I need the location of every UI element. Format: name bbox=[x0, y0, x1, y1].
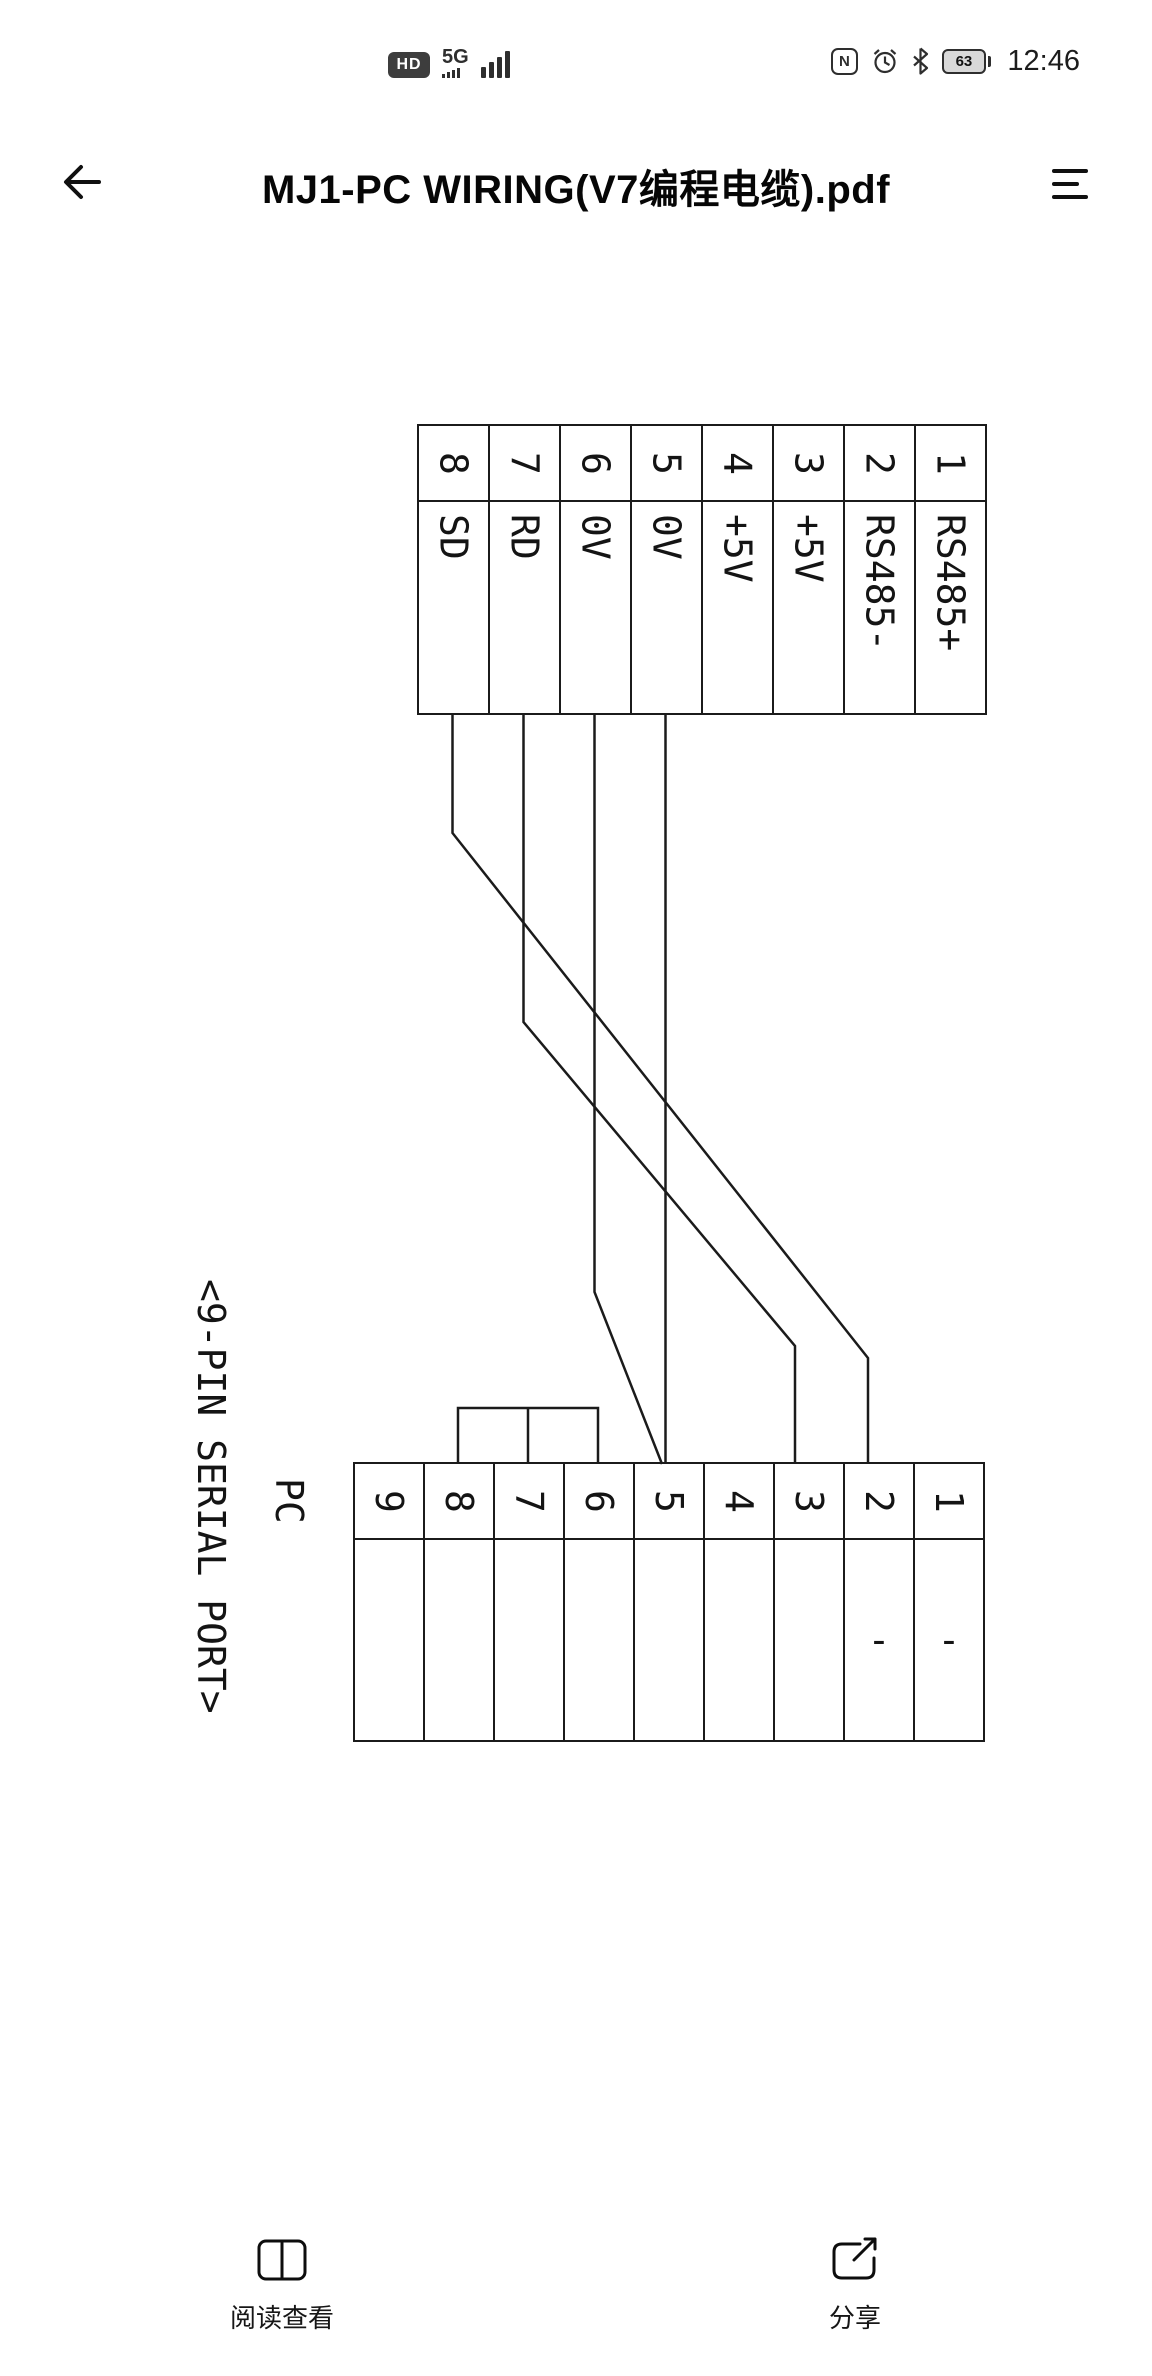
pc-connector: 9 8 7 6 5 4 3 2 1 - - bbox=[353, 1462, 985, 1742]
top-pin-label: +5V bbox=[701, 500, 772, 713]
pc-pin-label bbox=[493, 1538, 563, 1740]
top-pin-number: 6 bbox=[559, 424, 630, 500]
battery-level: 63 bbox=[941, 48, 986, 74]
sim2-signal-icon bbox=[442, 68, 460, 78]
pc-connector-name: PC bbox=[267, 1478, 311, 1524]
share-label: 分享 bbox=[828, 2303, 881, 2333]
top-pin-label: SD bbox=[417, 500, 488, 713]
menu-button[interactable] bbox=[1052, 164, 1090, 204]
pc-pin-number: 1 bbox=[913, 1462, 983, 1538]
top-pin-label: 0V bbox=[630, 500, 701, 713]
top-pin-number: 3 bbox=[772, 424, 843, 500]
top-pin-number: 2 bbox=[843, 424, 914, 500]
read-view-button[interactable]: 阅读查看 bbox=[230, 2236, 334, 2335]
pc-pin-label bbox=[423, 1538, 493, 1740]
wire-0v-to-pc5 bbox=[593, 714, 664, 1465]
pc-pin-label bbox=[773, 1538, 843, 1740]
pc-pin-label bbox=[353, 1538, 423, 1740]
network-type-label: 5G bbox=[442, 46, 469, 68]
menu-icon bbox=[1052, 169, 1088, 173]
pc-pin-label bbox=[703, 1538, 773, 1740]
pc-pin-label: - bbox=[843, 1538, 913, 1740]
pc-pin-number: 4 bbox=[703, 1462, 773, 1538]
share-button[interactable]: 分享 bbox=[828, 2236, 882, 2335]
bluetooth-icon bbox=[913, 47, 929, 75]
top-pin-number: 1 bbox=[914, 424, 985, 500]
top-pin-number: 8 bbox=[417, 424, 488, 500]
document-title: MJ1-PC WIRING(V7编程电缆).pdf bbox=[261, 168, 891, 212]
top-pin-number: 5 bbox=[630, 424, 701, 500]
pc-pin-label bbox=[563, 1538, 633, 1740]
top-pin-label: RS485- bbox=[843, 500, 914, 713]
top-pin-label: RD bbox=[488, 500, 559, 713]
open-book-icon bbox=[257, 2239, 307, 2281]
pc-pin-number: 7 bbox=[493, 1462, 563, 1538]
battery-icon: 63 bbox=[941, 48, 992, 74]
share-icon bbox=[832, 2237, 877, 2280]
status-time: 12:46 bbox=[1007, 44, 1080, 77]
back-arrow-icon bbox=[64, 165, 101, 199]
top-pin-number: 7 bbox=[488, 424, 559, 500]
pc-pin-label: - bbox=[913, 1538, 983, 1740]
status-bar-right: N 63 12:46 bbox=[830, 44, 1080, 78]
serial-port-caption: <9-PIN SERIAL PORT> bbox=[189, 1279, 233, 1714]
top-pin-number: 4 bbox=[701, 424, 772, 500]
pc-pin-number: 6 bbox=[563, 1462, 633, 1538]
pc-pin-number: 8 bbox=[423, 1462, 493, 1538]
top-pin-label: +5V bbox=[772, 500, 843, 713]
back-button[interactable] bbox=[56, 156, 108, 208]
wire-rd-to-pc3 bbox=[522, 714, 797, 1464]
wire-sd-to-pc2 bbox=[451, 714, 870, 1464]
app-header: MJ1-PC WIRING(V7编程电缆).pdf bbox=[0, 140, 1152, 232]
pc-pin-number: 5 bbox=[633, 1462, 703, 1538]
pc-pin-label bbox=[633, 1538, 703, 1740]
hd-badge: HD bbox=[388, 52, 430, 78]
top-pin-label: RS485+ bbox=[914, 500, 985, 713]
read-view-label: 阅读查看 bbox=[229, 2303, 335, 2333]
status-bar-left: HD 5G bbox=[388, 46, 510, 78]
alarm-clock-icon bbox=[873, 49, 897, 74]
signal-strength-icon bbox=[480, 51, 510, 78]
nfc-icon: N bbox=[830, 47, 858, 75]
top-pin-label: 0V bbox=[559, 500, 630, 713]
top-connector: 8 7 6 5 4 3 2 1 SD RD 0V 0V +5V +5V RS48… bbox=[417, 424, 987, 715]
pc-pin-number: 2 bbox=[843, 1462, 913, 1538]
pc-pin-number: 3 bbox=[773, 1462, 843, 1538]
pc-pin-number: 9 bbox=[353, 1462, 423, 1538]
pc-jumper-bridge bbox=[456, 1406, 600, 1464]
